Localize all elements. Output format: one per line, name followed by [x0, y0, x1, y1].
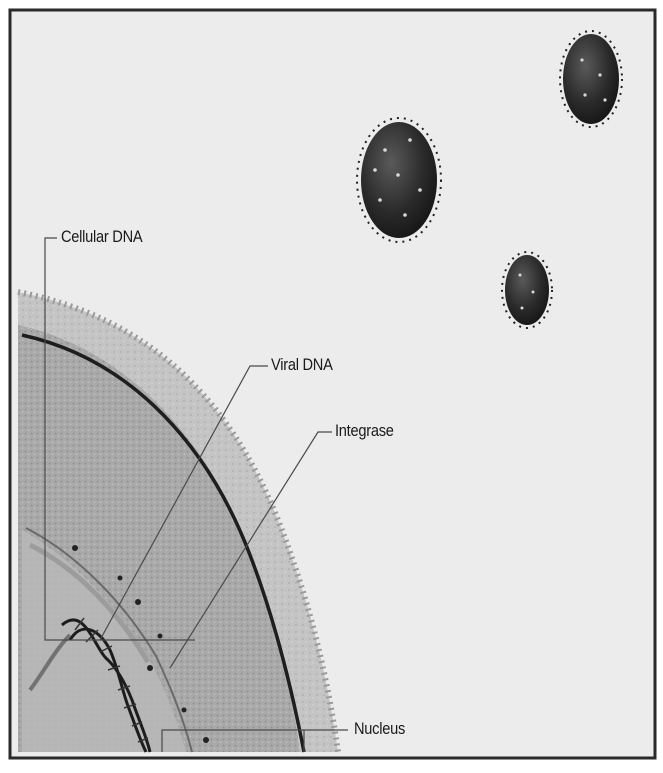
label-cellular-dna: Cellular DNA	[61, 227, 142, 247]
label-nucleus: Nucleus	[354, 719, 405, 739]
label-integrase: Integrase	[335, 421, 394, 441]
label-viral-dna: Viral DNA	[271, 355, 333, 375]
